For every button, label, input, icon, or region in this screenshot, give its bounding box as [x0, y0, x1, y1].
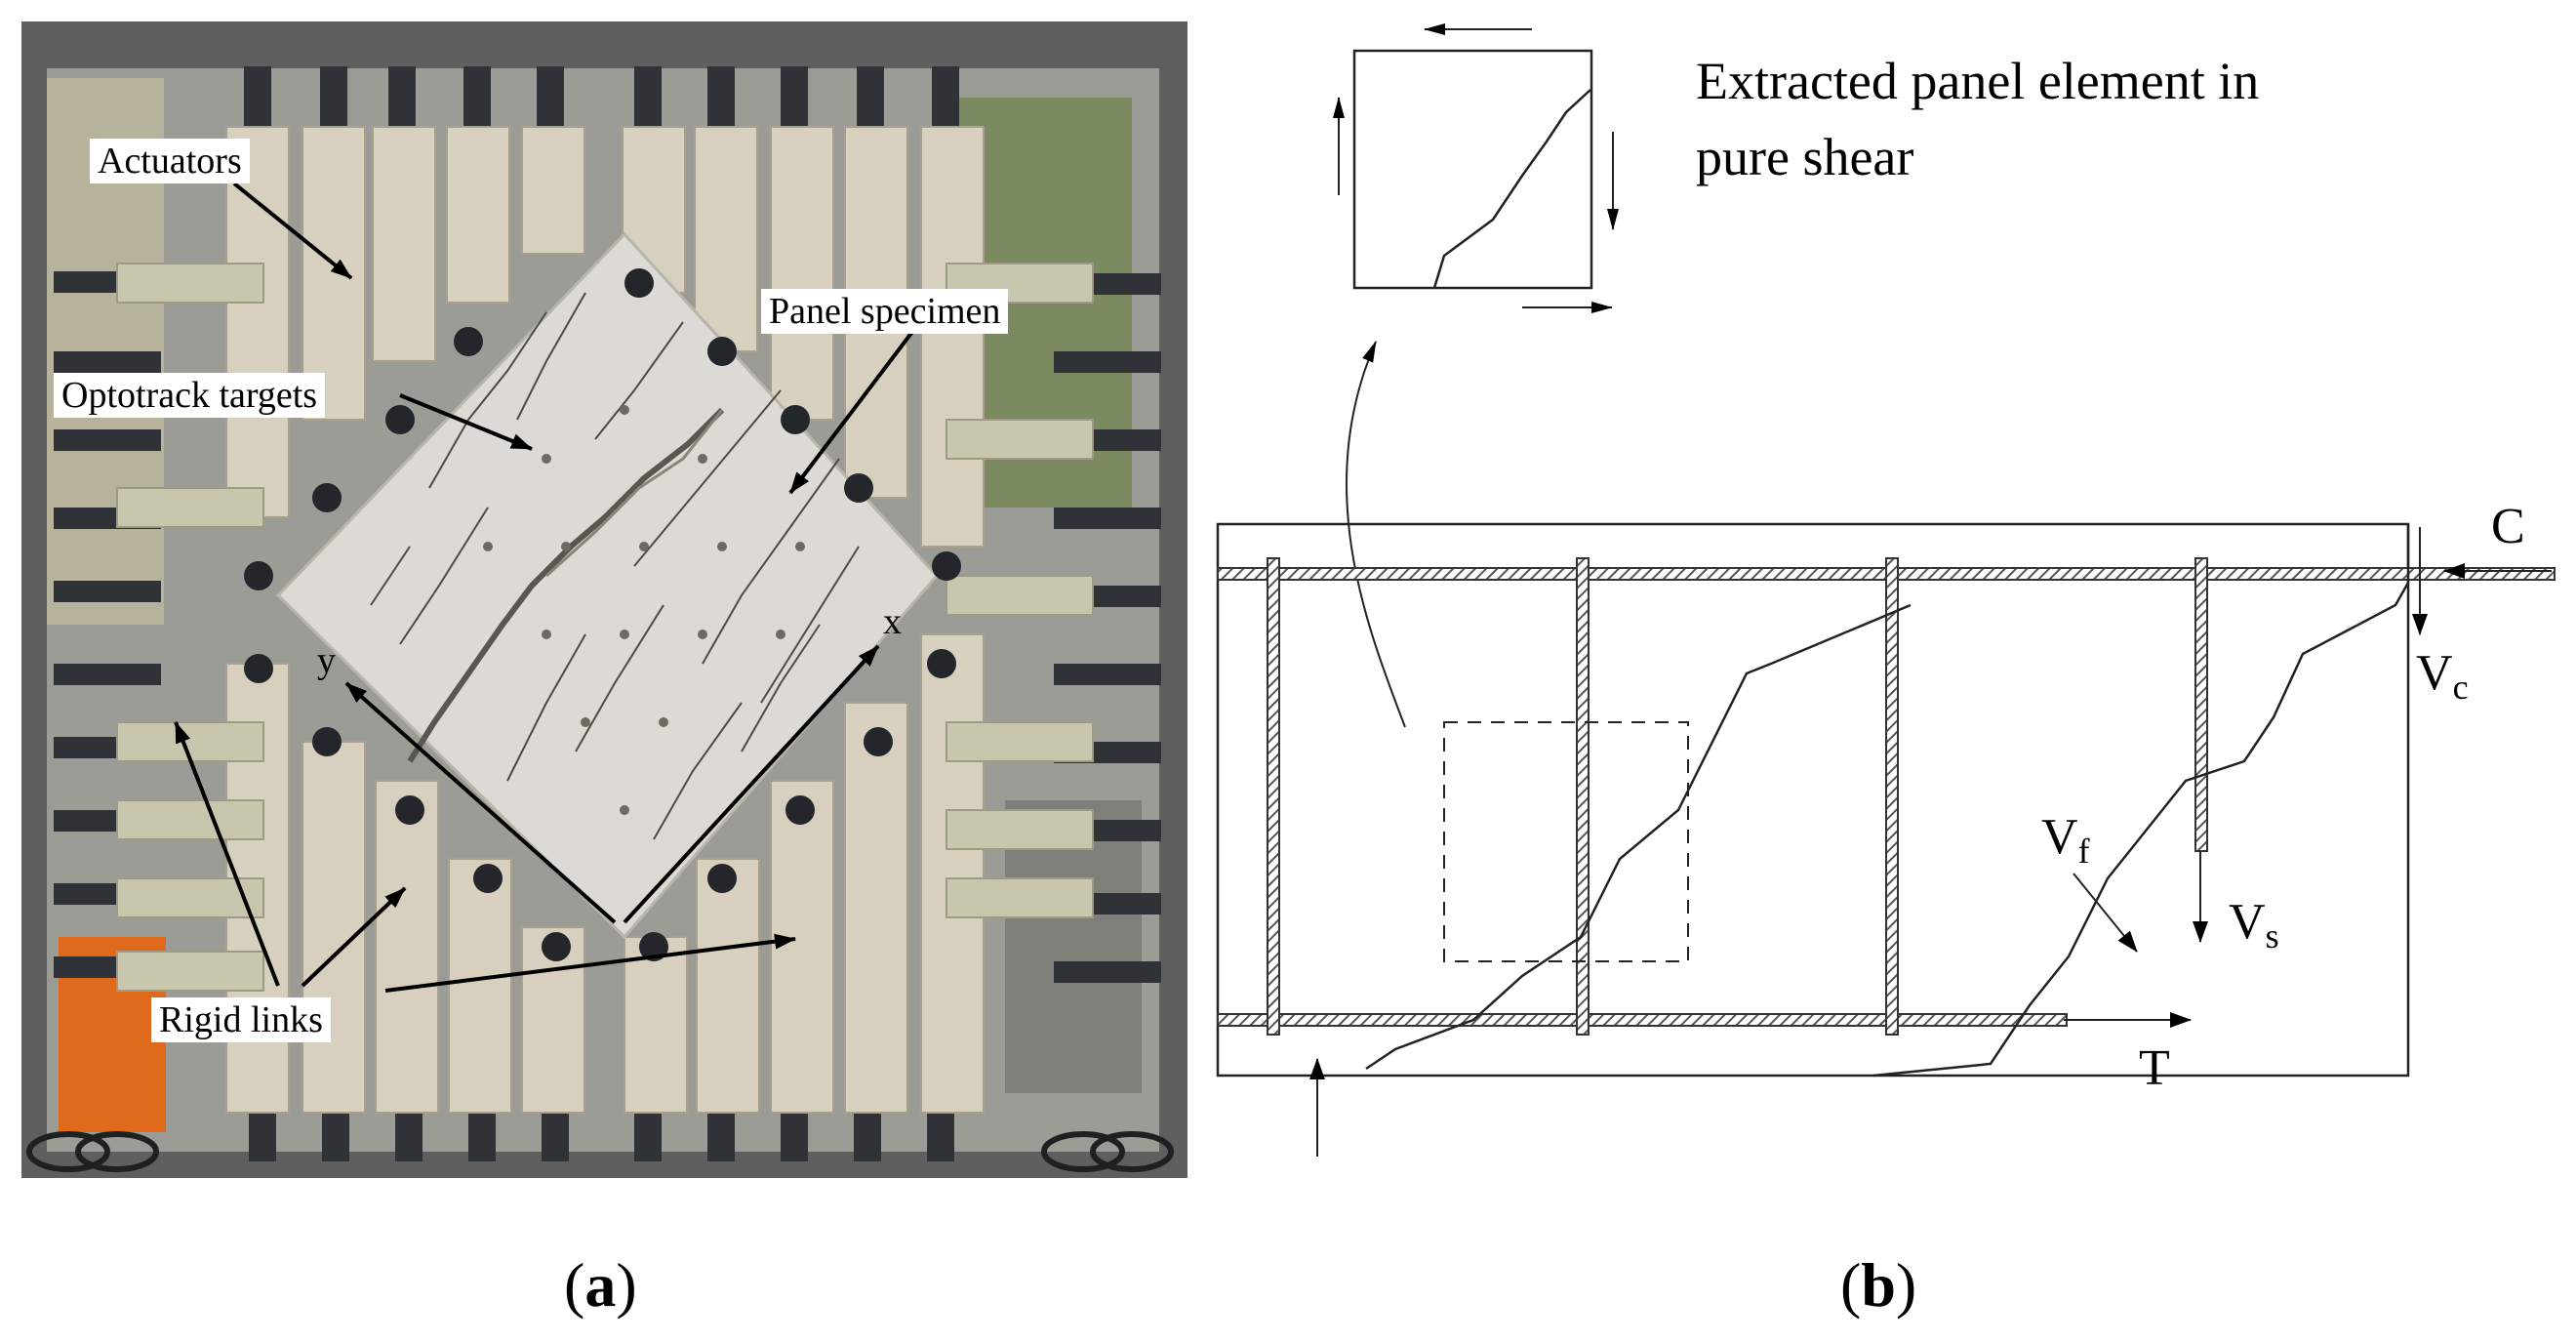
force-label-t: T	[2139, 1040, 2170, 1096]
rigid-links-arrow-3	[384, 933, 796, 993]
extracted-panel-dashed-box	[1443, 721, 1689, 962]
top-actuator-rods	[244, 66, 959, 135]
photo-annotation-arrows	[174, 182, 914, 993]
rigid-links-arrow-2	[301, 886, 407, 988]
free-body-cut-line	[1872, 524, 2410, 1078]
coil-springs	[26, 1131, 1174, 1172]
force-label-vf: Vf	[2041, 809, 2090, 871]
rigid-links-arrow-1	[174, 721, 280, 987]
bottom-rebar	[1217, 1013, 2068, 1027]
bottom-actuator-beams	[225, 633, 985, 1114]
stirrup-4-cut	[2194, 557, 2208, 852]
callout-optotrack-targets: Optotrack targets	[54, 373, 326, 418]
extracted-element-title-line1: Extracted panel element in	[1696, 52, 2260, 110]
bolt-heads	[244, 268, 961, 961]
extraction-curve-arrow	[1346, 341, 1406, 728]
extracted-element-square	[1352, 49, 1593, 290]
panel-a-label: (a)	[564, 1250, 637, 1320]
panel-b-label: (b)	[1840, 1250, 1917, 1320]
axis-x-label: x	[883, 601, 902, 642]
callout-panel-specimen: Panel specimen	[761, 289, 1009, 334]
y-axis-arrow	[344, 681, 617, 924]
shear-schematic	[1216, 23, 2556, 1157]
side-actuator-rods	[54, 271, 1161, 983]
stirrup-2	[1576, 557, 1590, 1036]
element-crack	[1432, 89, 1591, 289]
stirrup-1	[1267, 557, 1280, 1036]
beam-outline	[1216, 522, 2410, 1078]
force-label-c: C	[2491, 499, 2525, 554]
optotrack-target-dots	[483, 405, 805, 815]
diagonal-crack	[1365, 603, 1912, 1071]
x-axis-arrow	[623, 644, 880, 924]
vf-arrow	[2073, 873, 2138, 953]
force-label-vs: Vs	[2229, 894, 2279, 956]
stirrup-3	[1885, 557, 1899, 1036]
optotrack-arrow	[399, 393, 533, 451]
panel-specimen-arrow	[788, 330, 914, 495]
callout-rigid-links: Rigid links	[151, 997, 331, 1042]
side-actuator-beams	[116, 263, 1094, 992]
callout-actuators: Actuators	[90, 139, 250, 183]
actuators-arrow	[232, 182, 353, 280]
force-label-vc: Vc	[2416, 645, 2469, 707]
axis-y-label: y	[317, 640, 336, 681]
extracted-element-title-line2: pure shear	[1696, 128, 1914, 186]
